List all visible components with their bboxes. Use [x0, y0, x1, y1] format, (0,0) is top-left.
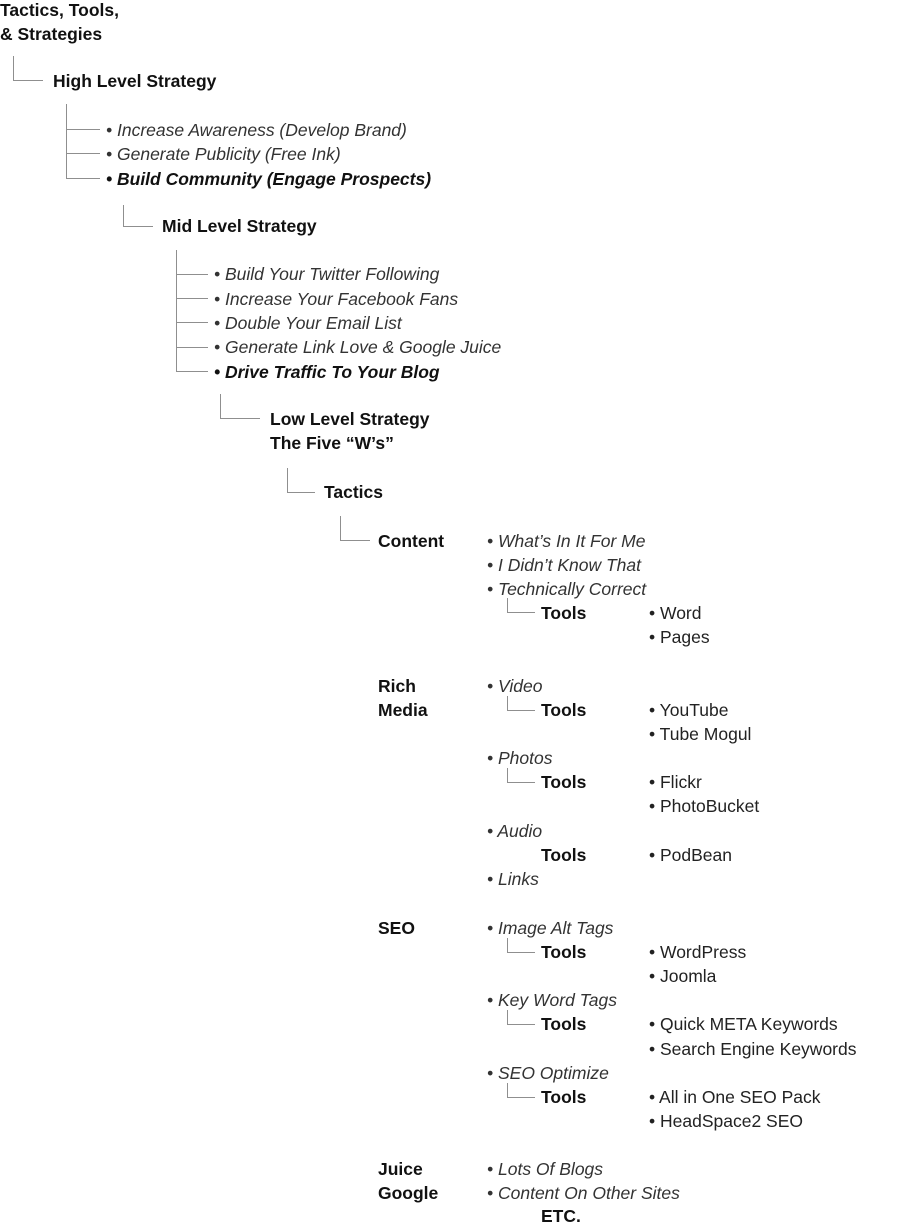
connector-tools-video-v — [507, 696, 508, 710]
tools-label: Tools — [541, 942, 587, 962]
tool-item: • Flickr — [649, 772, 702, 792]
juice-google-label-line-1: Juice — [378, 1159, 423, 1179]
tool-item: • WordPress — [649, 942, 747, 962]
rich-media-label-line-2: Media — [378, 700, 428, 720]
connector-content-v — [340, 516, 341, 540]
mid-level-item: • Double Your Email List — [214, 313, 402, 333]
connector-mid-items-h5 — [176, 371, 208, 372]
connector-low-h — [220, 418, 260, 419]
low-level-title-line-2: The Five “W’s” — [270, 433, 394, 453]
juice-google-item: • Lots Of Blogs — [487, 1159, 604, 1179]
high-level-item: • Generate Publicity (Free Ink) — [106, 144, 341, 164]
root-title-line-1: Tactics, Tools, — [0, 0, 119, 20]
connector-tools-video-h — [507, 710, 535, 711]
seo-optimize: • SEO Optimize — [487, 1063, 609, 1083]
seo-key-word-tags: • Key Word Tags — [487, 990, 617, 1010]
connector-high-v — [66, 104, 67, 178]
connector-tactics-v — [287, 468, 288, 492]
low-level-title-line-1: Low Level Strategy — [270, 409, 430, 429]
root-title-line-2: & Strategies — [0, 24, 103, 44]
rich-media-label-line-1: Rich — [378, 676, 416, 696]
tool-item: • Word — [649, 603, 702, 623]
content-item: • Technically Correct — [487, 579, 647, 599]
rich-media-photos: • Photos — [487, 748, 553, 768]
rich-media-links: • Links — [487, 869, 539, 889]
high-level-item: • Increase Awareness (Develop Brand) — [106, 120, 407, 140]
connector-high-h2 — [66, 153, 100, 154]
seo-image-alt-tags: • Image Alt Tags — [487, 918, 614, 938]
tool-item: • PhotoBucket — [649, 796, 760, 816]
connector-tools-photos-v — [507, 768, 508, 782]
mid-level-item: • Generate Link Love & Google Juice — [214, 337, 502, 357]
tools-label: Tools — [541, 772, 587, 792]
tools-label: Tools — [541, 603, 587, 623]
connector-mid-items-h3 — [176, 322, 208, 323]
connector-tools-photos-h — [507, 782, 535, 783]
tools-label: Tools — [541, 700, 587, 720]
content-item: • I Didn’t Know That — [487, 555, 641, 575]
content-label: Content — [378, 531, 445, 551]
rich-media-video: • Video — [487, 676, 543, 696]
tactics-title: Tactics — [324, 482, 384, 502]
connector-mid-items-v — [176, 250, 177, 371]
mid-level-title: Mid Level Strategy — [162, 216, 317, 236]
connector-tools-opt-v — [507, 1083, 508, 1097]
high-level-item: • Build Community (Engage Prospects) — [106, 169, 432, 189]
connector-tools-opt-h — [507, 1097, 535, 1098]
tools-label: Tools — [541, 1014, 587, 1034]
tool-item: • Search Engine Keywords — [649, 1039, 857, 1059]
mid-level-item: • Drive Traffic To Your Blog — [214, 362, 440, 382]
tools-label: Tools — [541, 845, 587, 865]
connector-tools-alt-v — [507, 938, 508, 952]
connector-tactics-h — [287, 492, 315, 493]
mid-level-item: • Increase Your Facebook Fans — [214, 289, 459, 309]
connector-mid-items-h2 — [176, 298, 208, 299]
content-item: • What’s In It For Me — [487, 531, 646, 551]
tool-item: • Joomla — [649, 966, 717, 986]
etc-label: ETC. — [541, 1206, 581, 1226]
rich-media-audio: • Audio — [487, 821, 543, 841]
connector-high-h3 — [66, 178, 100, 179]
tool-item: • YouTube — [649, 700, 729, 720]
tools-label: Tools — [541, 1087, 587, 1107]
connector-low-v — [220, 394, 221, 418]
mid-level-item: • Build Your Twitter Following — [214, 264, 440, 284]
tool-item: • Tube Mogul — [649, 724, 752, 744]
connector-tools-alt-h — [507, 952, 535, 953]
connector-mid-v — [123, 205, 124, 226]
tool-item: • Quick META Keywords — [649, 1014, 838, 1034]
connector-root-h — [13, 80, 43, 81]
tool-item: • PodBean — [649, 845, 732, 865]
connector-tools-kw-h — [507, 1024, 535, 1025]
tool-item: • All in One SEO Pack — [649, 1087, 821, 1107]
tool-item: • Pages — [649, 627, 710, 647]
juice-google-label-line-2: Google — [378, 1183, 439, 1203]
juice-google-item: • Content On Other Sites — [487, 1183, 680, 1203]
connector-root-v — [13, 56, 14, 80]
connector-content-h — [340, 540, 370, 541]
connector-mid-h — [123, 226, 153, 227]
high-level-title: High Level Strategy — [53, 71, 217, 91]
connector-tools-kw-v — [507, 1010, 508, 1024]
connector-mid-items-h4 — [176, 347, 208, 348]
seo-label: SEO — [378, 918, 415, 938]
connector-mid-items-h1 — [176, 274, 208, 275]
connector-high-h1 — [66, 129, 100, 130]
connector-tools-content-h — [507, 612, 535, 613]
connector-tools-content-v — [507, 598, 508, 612]
tool-item: • HeadSpace2 SEO — [649, 1111, 803, 1131]
